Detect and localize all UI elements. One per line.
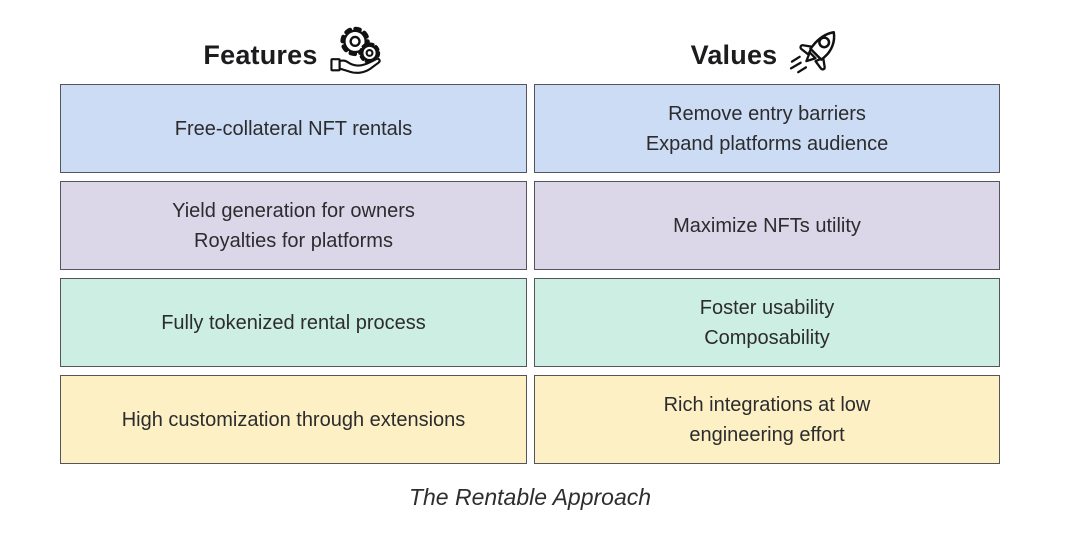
values-cell-row2: Maximize NFTs utility [534, 181, 1000, 270]
features-cell-row4: High customization through extensions [60, 375, 527, 464]
values-header: Values [534, 27, 1000, 84]
features-cell-row2: Yield generation for owners Royalties fo… [60, 181, 527, 270]
features-cell-row1: Free-collateral NFT rentals [60, 84, 527, 173]
column-headers: Features [60, 26, 1000, 84]
figure-caption: The Rentable Approach [408, 484, 652, 510]
values-cell-row3: Foster usability Composability [534, 278, 1000, 367]
rocket-icon [789, 27, 843, 84]
table-cells: Free-collateral NFT rentals Remove entry… [60, 84, 1000, 464]
values-header-label: Values [690, 40, 778, 70]
features-cell-row3: Fully tokenized rental process [60, 278, 527, 367]
values-cell-row4: Rich integrations at low engineering eff… [534, 375, 1000, 464]
features-values-table: Features [60, 26, 1000, 464]
features-header: Features [60, 26, 527, 85]
values-cell-row1: Remove entry barriers Expand platforms a… [534, 84, 1000, 173]
features-header-label: Features [203, 40, 318, 70]
gears-hand-icon [329, 26, 384, 85]
